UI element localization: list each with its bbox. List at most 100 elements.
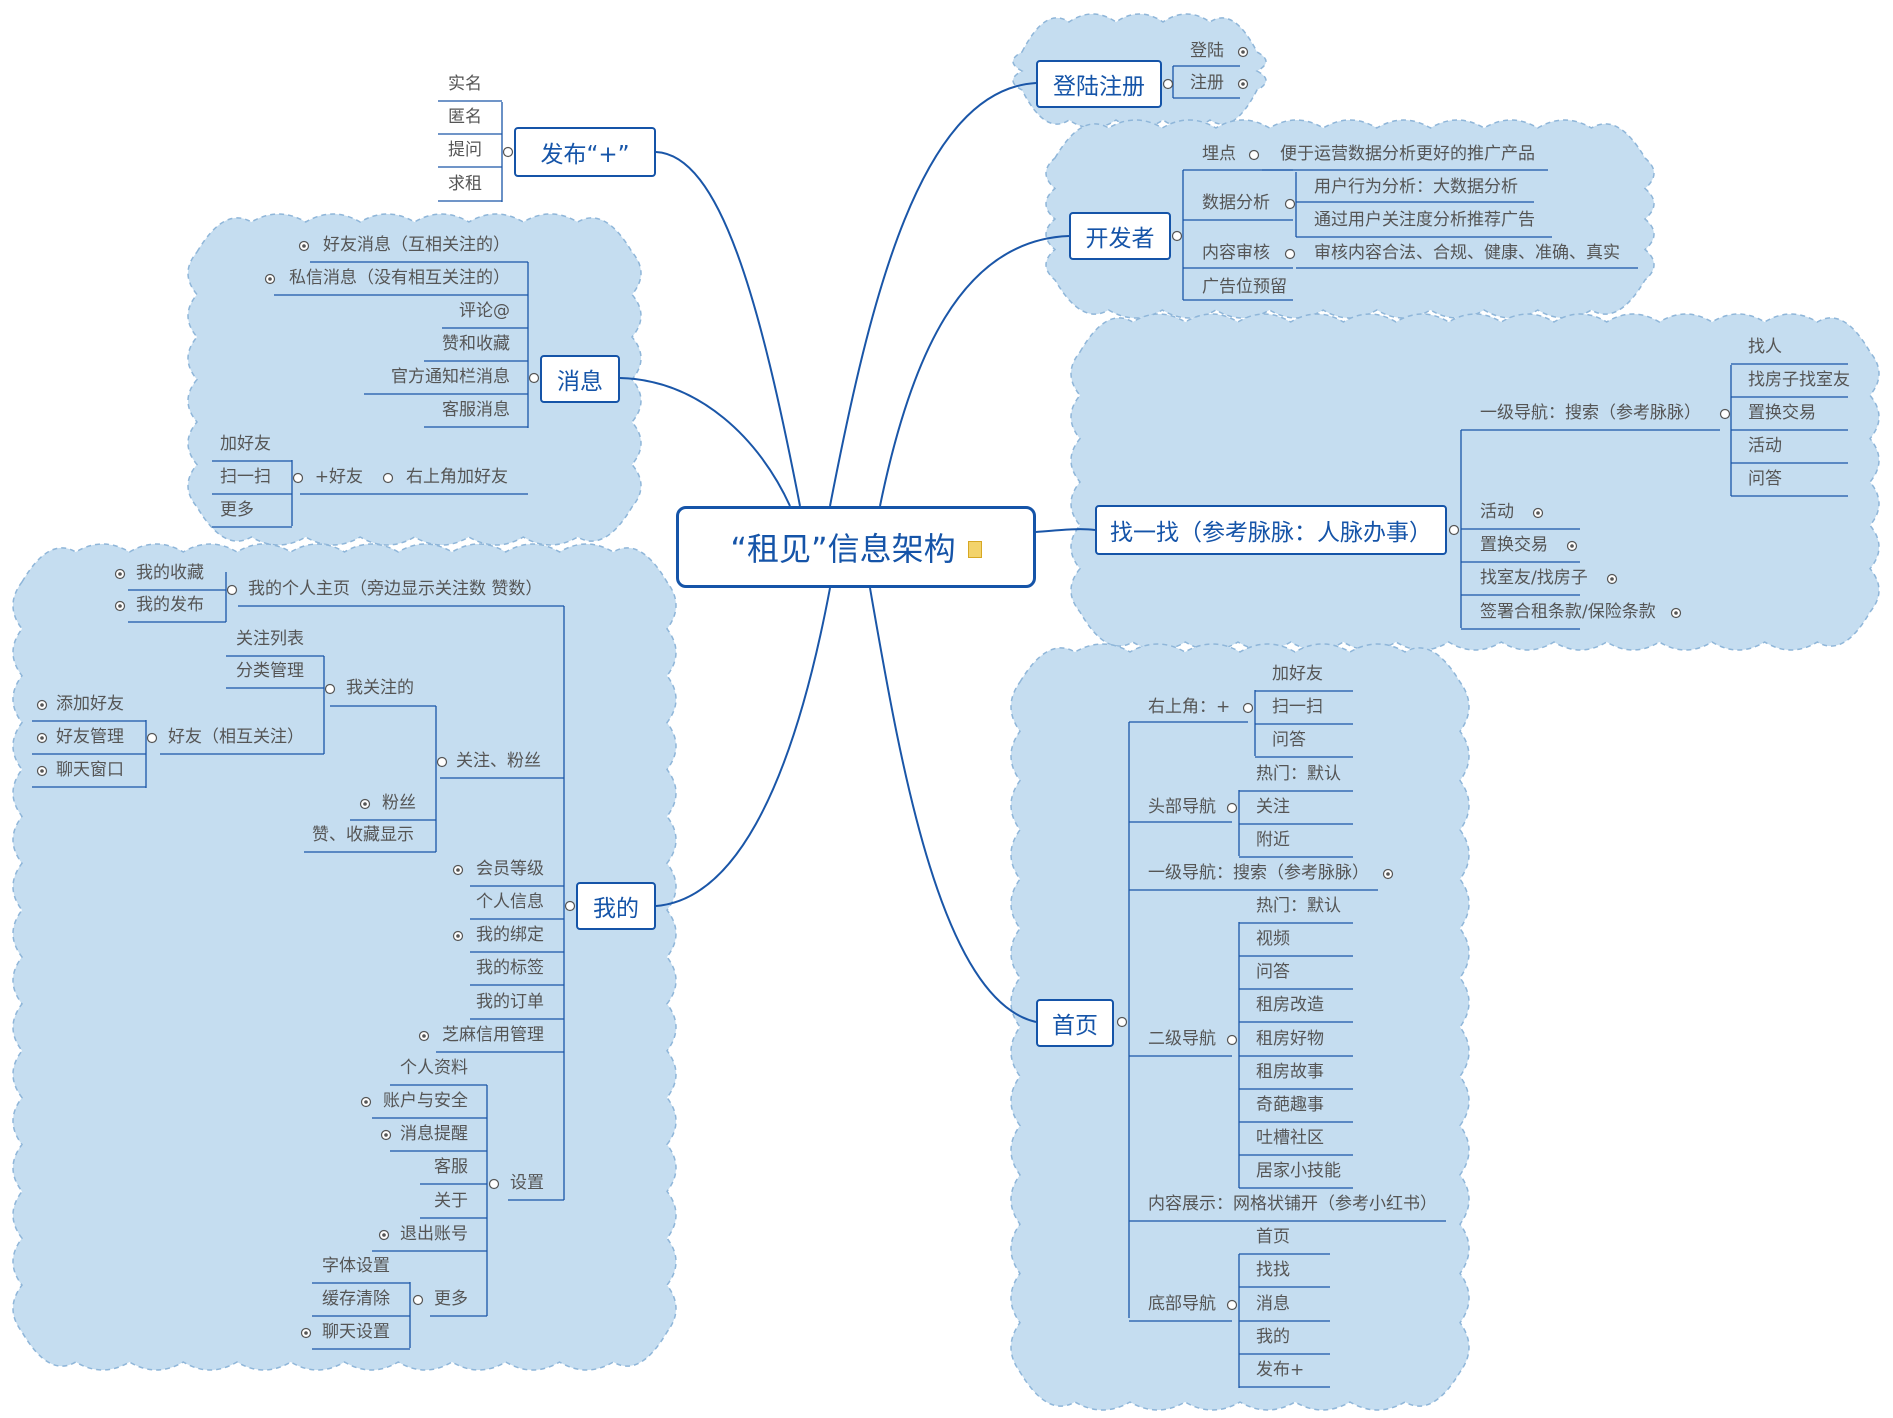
mine-posts[interactable]: 我的发布 (136, 595, 204, 615)
mine-item[interactable]: 我的标签 (476, 958, 544, 978)
message-plus-child[interactable]: 扫一扫 (220, 467, 271, 487)
home-head-nav-child[interactable]: 关注 (1256, 797, 1290, 817)
mine-settings[interactable]: 设置 (510, 1173, 544, 1193)
publish-item[interactable]: 匿名 (448, 107, 482, 127)
find-item[interactable]: 置换交易 (1480, 535, 1548, 555)
dev-tracking[interactable]: 埋点 (1202, 144, 1236, 164)
find-nav-child[interactable]: 活动 (1748, 436, 1782, 456)
mine-friends-child[interactable]: 聊天窗口 (56, 760, 124, 780)
message-item[interactable]: 官方通知栏消息 (391, 367, 510, 387)
home-head-nav-child[interactable]: 热门：默认 (1256, 764, 1341, 784)
home-level1[interactable]: 一级导航：搜索（参考脉脉） (1148, 863, 1369, 883)
mine-favorites[interactable]: 我的收藏 (136, 563, 204, 583)
home-level2-child[interactable]: 租房改造 (1256, 995, 1324, 1015)
topic-message[interactable]: 消息 (540, 355, 620, 403)
home-content[interactable]: 内容展示：网格状铺开（参考小红书） (1148, 1194, 1437, 1214)
home-corner-child[interactable]: 扫一扫 (1272, 697, 1323, 717)
home-level2-child[interactable]: 吐槽社区 (1256, 1128, 1324, 1148)
mine-follow-fans[interactable]: 关注、粉丝 (456, 751, 541, 771)
mine-friends[interactable]: 好友（相互关注） (168, 727, 304, 747)
mine-settings-child[interactable]: 账户与安全 (383, 1091, 468, 1111)
message-corner[interactable]: 右上角加好友 (406, 467, 508, 487)
mine-friends-child[interactable]: 添加好友 (56, 694, 124, 714)
home-level2-child[interactable]: 视频 (1256, 929, 1290, 949)
mine-homepage[interactable]: 我的个人主页（旁边显示关注数 赞数） (248, 579, 543, 599)
mine-settings-child[interactable]: 客服 (434, 1157, 468, 1177)
topic-login-register[interactable]: 登陆注册 (1036, 60, 1162, 108)
home-level2-child[interactable]: 问答 (1256, 962, 1290, 982)
mine-settings-child[interactable]: 退出账号 (400, 1224, 468, 1244)
message-item[interactable]: 私信消息（没有相互关注的） (289, 268, 510, 288)
message-item[interactable]: 赞和收藏 (442, 334, 510, 354)
topic-developer[interactable]: 开发者 (1069, 212, 1171, 260)
mine-item[interactable]: 我的绑定 (476, 925, 544, 945)
mine-my-follow[interactable]: 我关注的 (346, 678, 414, 698)
dev-analytics-detail[interactable]: 用户行为分析：大数据分析 (1314, 177, 1518, 197)
home-bottom-nav-child[interactable]: 消息 (1256, 1294, 1290, 1314)
find-nav-child[interactable]: 置换交易 (1748, 403, 1816, 423)
publish-item[interactable]: 实名 (448, 74, 482, 94)
mine-category-mgmt[interactable]: 分类管理 (236, 661, 304, 681)
mine-more-child[interactable]: 字体设置 (322, 1256, 390, 1276)
topic-mine[interactable]: 我的 (576, 882, 656, 930)
home-level2-child[interactable]: 热门：默认 (1256, 896, 1341, 916)
topic-publish[interactable]: 发布“+” (514, 127, 656, 177)
central-topic[interactable]: “租见”信息架构 (676, 506, 1036, 588)
topic-find[interactable]: 找一找（参考脉脉：人脉办事） (1095, 505, 1447, 555)
dev-review-detail[interactable]: 审核内容合法、合规、健康、准确、真实 (1314, 243, 1620, 263)
home-level2-child[interactable]: 租房故事 (1256, 1062, 1324, 1082)
find-nav-child[interactable]: 问答 (1748, 469, 1782, 489)
find-search-nav[interactable]: 一级导航：搜索（参考脉脉） (1480, 403, 1701, 423)
message-item[interactable]: 评论@ (459, 301, 510, 321)
message-item[interactable]: 好友消息（互相关注的） (323, 235, 510, 255)
mine-more-child[interactable]: 聊天设置 (322, 1322, 390, 1342)
mine-item[interactable]: 会员等级 (476, 859, 544, 879)
mine-settings-child[interactable]: 个人资料 (400, 1058, 468, 1078)
mine-follow-list[interactable]: 关注列表 (236, 629, 304, 649)
home-level2-child[interactable]: 居家小技能 (1256, 1161, 1341, 1181)
register-item[interactable]: 注册 (1190, 73, 1224, 93)
dev-analytics[interactable]: 数据分析 (1202, 193, 1270, 213)
home-head-nav-child[interactable]: 附近 (1256, 830, 1290, 850)
login-item[interactable]: 登陆 (1190, 41, 1224, 61)
mine-more[interactable]: 更多 (434, 1289, 468, 1309)
mine-item[interactable]: 芝麻信用管理 (442, 1025, 544, 1045)
mine-fans[interactable]: 粉丝 (382, 793, 416, 813)
home-level2-child[interactable]: 奇葩趣事 (1256, 1095, 1324, 1115)
home-level2[interactable]: 二级导航 (1148, 1029, 1216, 1049)
publish-item[interactable]: 求租 (448, 174, 482, 194)
find-nav-child[interactable]: 找房子找室友 (1748, 370, 1850, 390)
message-plus-child[interactable]: 加好友 (220, 434, 271, 454)
dev-review[interactable]: 内容审核 (1202, 243, 1270, 263)
home-bottom-nav-child[interactable]: 首页 (1256, 1227, 1290, 1247)
find-nav-child[interactable]: 找人 (1748, 337, 1782, 357)
publish-item[interactable]: 提问 (448, 140, 482, 160)
mine-item[interactable]: 我的订单 (476, 992, 544, 1012)
find-item[interactable]: 活动 (1480, 502, 1514, 522)
message-plus[interactable]: +好友 (314, 467, 363, 487)
mine-likes-display[interactable]: 赞、收藏显示 (312, 825, 414, 845)
find-item[interactable]: 找室友/找房子 (1480, 568, 1588, 588)
mine-friends-child[interactable]: 好友管理 (56, 727, 124, 747)
mine-settings-child[interactable]: 关于 (434, 1191, 468, 1211)
note-icon[interactable] (967, 540, 982, 558)
home-corner-child[interactable]: 加好友 (1272, 664, 1323, 684)
home-bottom-nav-child[interactable]: 找找 (1256, 1260, 1290, 1280)
home-bottom-nav[interactable]: 底部导航 (1148, 1294, 1216, 1314)
dev-ad-slot[interactable]: 广告位预留 (1202, 277, 1287, 297)
home-bottom-nav-child[interactable]: 我的 (1256, 1327, 1290, 1347)
home-level2-child[interactable]: 租房好物 (1256, 1029, 1324, 1049)
find-item[interactable]: 签署合租条款/保险条款 (1480, 602, 1656, 622)
topic-home[interactable]: 首页 (1036, 999, 1114, 1047)
mine-settings-child[interactable]: 消息提醒 (400, 1124, 468, 1144)
message-item[interactable]: 客服消息 (442, 400, 510, 420)
mine-more-child[interactable]: 缓存清除 (322, 1289, 390, 1309)
home-corner[interactable]: 右上角：+ (1148, 697, 1231, 717)
home-corner-child[interactable]: 问答 (1272, 730, 1306, 750)
home-head-nav[interactable]: 头部导航 (1148, 797, 1216, 817)
dev-tracking-detail[interactable]: 便于运营数据分析更好的推广产品 (1280, 144, 1535, 164)
home-bottom-nav-child[interactable]: 发布+ (1256, 1360, 1305, 1380)
dev-analytics-detail[interactable]: 通过用户关注度分析推荐广告 (1314, 210, 1535, 230)
mine-item[interactable]: 个人信息 (476, 892, 544, 912)
message-plus-child[interactable]: 更多 (220, 500, 254, 520)
